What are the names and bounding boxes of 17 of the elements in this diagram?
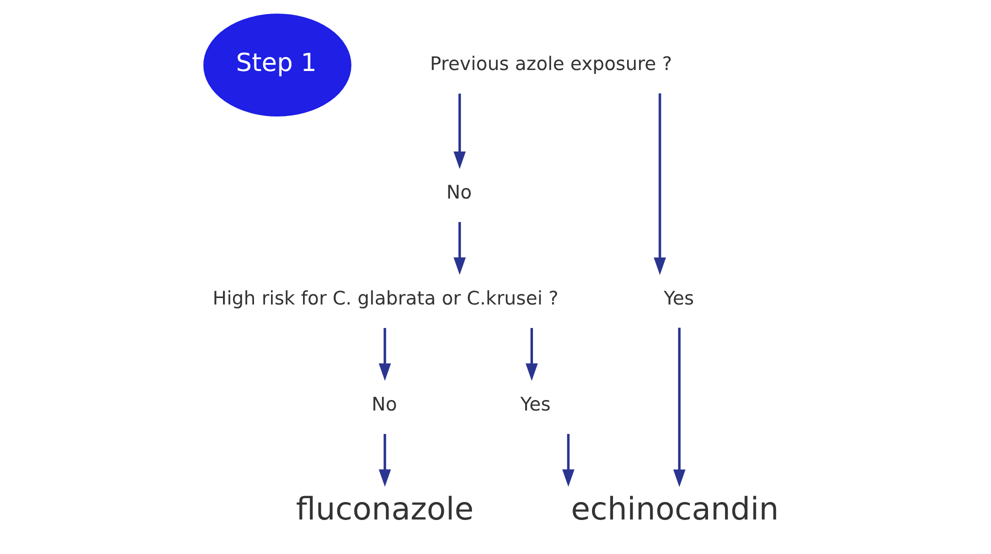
arrow [378, 434, 391, 487]
arrow [454, 222, 466, 275]
node-ellipse: Step 1 [203, 14, 352, 117]
arrow [673, 328, 686, 488]
node-text: No [372, 394, 398, 416]
node-text: Previous azole exposure ? [430, 54, 672, 75]
node-text: Yes [664, 288, 694, 310]
node-text: Yes [520, 394, 551, 416]
arrow [562, 434, 574, 487]
arrow [654, 93, 666, 275]
node-text: No [446, 182, 472, 204]
node-text: fluconazole [296, 491, 474, 528]
arrow [378, 328, 391, 381]
node-text: echinocandin [571, 491, 779, 528]
arrow [526, 328, 538, 381]
arrow [454, 94, 466, 169]
node-text: High risk for C. glabrata or C.krusei ? [212, 288, 558, 310]
